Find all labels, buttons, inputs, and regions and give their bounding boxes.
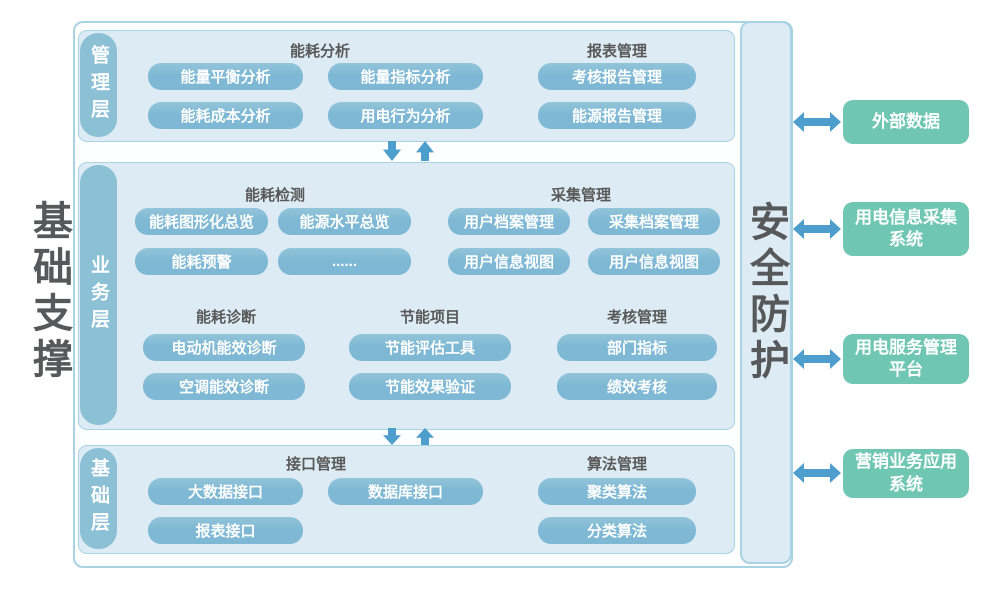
module-box: 节能效果验证 (349, 373, 511, 400)
module-box: 能源水平总览 (278, 208, 411, 235)
layer-label-business: 业务层 (80, 165, 117, 425)
layer-label-text: 基础层 (88, 458, 109, 539)
module-box: 节能评估工具 (349, 334, 511, 361)
module-box: 能耗图形化总览 (135, 208, 268, 235)
double-arrow-icon (793, 463, 841, 483)
module-box: ...... (278, 248, 411, 275)
module-box: 电动机能效诊断 (143, 334, 305, 361)
section-title: 采集管理 (550, 187, 611, 204)
double-arrow-icon (793, 349, 841, 369)
external-system-box: 营销业务应用 系统 (843, 449, 969, 498)
section-title: 接口管理 (285, 456, 346, 473)
external-system-box: 外部数据 (843, 100, 969, 144)
layer-label-base: 基础层 (80, 448, 117, 549)
security-bar: 安全防护 (740, 21, 792, 564)
module-box: 能耗预警 (135, 248, 268, 275)
module-box: 空调能效诊断 (143, 373, 305, 400)
module-box: 能源报告管理 (538, 102, 696, 129)
module-box: 数据库接口 (328, 478, 483, 505)
module-box: 能量指标分析 (328, 63, 483, 90)
module-box: 聚类算法 (538, 478, 696, 505)
double-arrow-icon (793, 219, 841, 239)
down-arrow-icon (383, 428, 401, 445)
layer-label-management: 管理层 (80, 33, 117, 137)
module-box: 用户信息视图 (588, 248, 720, 275)
down-arrow-icon (383, 141, 401, 161)
pillar-label-left: 基础支撑 (27, 200, 71, 384)
section-title: 能耗分析 (289, 43, 350, 60)
section-title: 算法管理 (586, 456, 647, 473)
layer-label-text: 业务层 (88, 254, 109, 336)
module-box: 绩效考核 (557, 373, 717, 400)
pillar-label-right: 安全防护 (744, 200, 788, 385)
module-box: 用户档案管理 (448, 208, 570, 235)
section-title: 能耗诊断 (195, 309, 256, 326)
up-arrow-icon (416, 428, 434, 445)
section-title: 能耗检测 (244, 187, 305, 204)
module-box: 大数据接口 (148, 478, 303, 505)
module-box: 采集档案管理 (588, 208, 720, 235)
module-box: 分类算法 (538, 517, 696, 544)
double-arrow-icon (793, 112, 841, 132)
layer-label-text: 管理层 (88, 44, 109, 126)
section-title: 考核管理 (606, 309, 667, 326)
module-box: 能耗成本分析 (148, 102, 303, 129)
module-box: 用电行为分析 (328, 102, 483, 129)
external-system-box: 用电服务管理 平台 (843, 334, 969, 384)
module-box: 用户信息视图 (448, 248, 570, 275)
module-box: 考核报告管理 (538, 63, 696, 90)
module-box: 报表接口 (148, 517, 303, 544)
module-box: 能量平衡分析 (148, 63, 303, 90)
up-arrow-icon (416, 141, 434, 161)
external-system-box: 用电信息采集 系统 (843, 202, 969, 256)
section-title: 节能项目 (399, 309, 460, 326)
module-box: 部门指标 (557, 334, 717, 361)
section-title: 报表管理 (586, 43, 647, 60)
